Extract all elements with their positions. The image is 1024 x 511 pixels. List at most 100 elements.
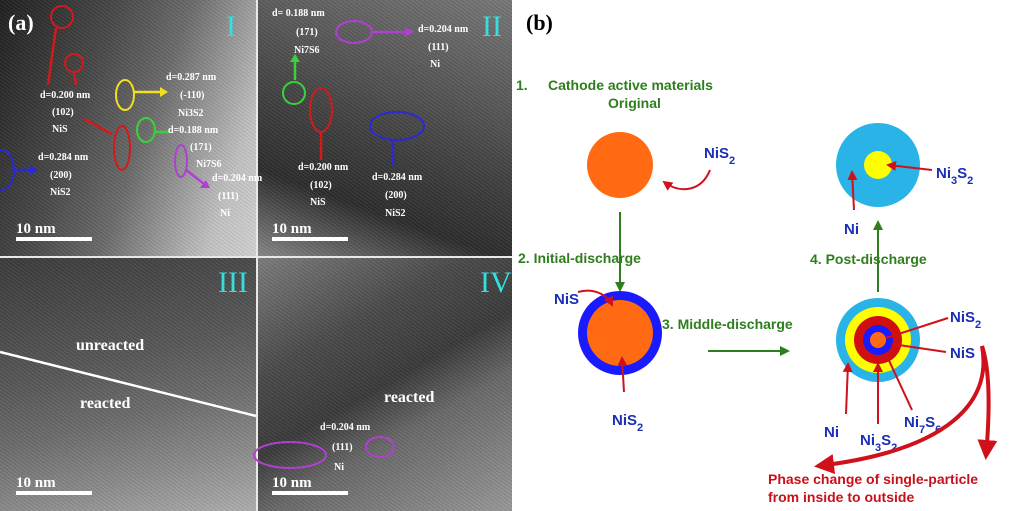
region-label-unreacted: unreacted [76,337,144,354]
tem-micrograph-panel: (a) I d=0.200 nm (102) NiS d=0.287 nm (-… [0,0,512,511]
reaction-boundary-line [0,350,257,418]
region-label-reacted: reacted [80,395,130,412]
annotation-d-spacing: d=0.204 nm [320,422,371,433]
arrow-head [30,165,38,175]
particle-middle-core [870,332,886,348]
phase-change-line-2: from inside to outside [768,489,914,505]
label-nis-middle: NiS [950,345,975,362]
quadrant-divider-horizontal [0,256,512,258]
annotation-d-spacing: d=0.204 nm [212,173,263,184]
arrow-head [160,87,168,97]
scale-bar [16,237,92,241]
annotation-d-spacing: d=0.287 nm [166,72,217,83]
label-arrow [885,317,949,339]
annotation-hkl: (171) [296,27,318,38]
discharge-schematic: (b) 1. Cathode active materials Original… [516,10,998,505]
annotation-phase: Ni [430,59,440,70]
annotation-d-spacing: d=0.204 nm [418,24,469,35]
fringe-marker-nis [64,53,84,73]
quadrant-4-numeral: IV [480,266,512,299]
tem-quadrant-2 [258,0,512,256]
scale-bar [16,491,92,495]
annotation-hkl: (102) [310,180,332,191]
label-arrow [617,356,628,393]
annotation-phase: Ni [334,462,344,473]
annotation-phase: NiS [52,124,68,135]
fringe-marker-nis2 [0,149,15,191]
label-ni3s2-middle: Ni3S2 [860,432,897,454]
fringe-marker-nis [50,5,74,29]
annotation-d-spacing: d=0.284 nm [38,152,89,163]
annotation-phase: NiS2 [50,187,71,198]
fringe-marker-ni [365,436,395,458]
label-nis2-original: NiS2 [704,145,735,167]
particle-initial-core [587,300,653,366]
annotation-d-spacing: d=0.200 nm [40,90,91,101]
annotation-d-spacing: d=0.200 nm [298,162,349,173]
scale-bar-label: 10 nm [16,221,56,237]
fringe-marker-ni [335,20,373,44]
annotation-hkl: (111) [428,42,449,53]
annotation-hkl: (102) [52,107,74,118]
annotation-hkl: (111) [218,191,239,202]
panel-a-label: (a) [8,10,34,35]
panel-b-label: (b) [526,10,553,35]
quadrant-3-numeral: III [218,266,248,299]
annotation-phase: Ni7S6 [196,159,222,170]
label-nis2-middle: NiS2 [950,309,981,331]
quadrant-divider-vertical [256,0,258,511]
label-ni-middle: Ni [824,424,839,441]
annotation-d-spacing: d= 0.188 nm [272,8,325,19]
fringe-marker-ni [253,441,327,469]
phase-change-arrow-down [977,345,998,460]
step-1-number: 1. [516,77,528,93]
tem-annotation-layer: (a) I d=0.200 nm (102) NiS d=0.287 nm (-… [0,5,512,495]
annotation-phase: Ni [220,208,230,219]
scale-bar [272,491,348,495]
annotation-d-spacing: d=0.188 nm [168,125,219,136]
marker-line [83,117,113,136]
label-arrow [842,362,853,415]
annotation-d-spacing: d=0.284 nm [372,172,423,183]
annotation-hkl: (200) [385,190,407,201]
region-label-reacted: reacted [384,389,434,406]
annotation-hkl: (-110) [180,90,204,101]
fringe-marker-ni [174,144,188,178]
annotation-phase: NiS [310,197,326,208]
label-arrow [885,353,913,411]
step-4-title: 4. Post-discharge [810,251,927,267]
phase-change-arrow-left [814,345,986,475]
label-arrow [847,170,858,211]
scale-bar-label: 10 nm [16,475,56,491]
marker-arrow [185,169,205,185]
step-3-title: 3. Middle-discharge [662,316,793,332]
label-nis2-initial: NiS2 [612,412,643,434]
annotation-phase: NiS2 [385,208,406,219]
tem-quadrant-1 [0,0,256,256]
fringe-marker-ni7s6 [282,81,306,105]
marker-line [46,27,58,86]
step-2-title: 2. Initial-discharge [518,250,641,266]
scale-bar-label: 10 nm [272,475,312,491]
label-ni-post: Ni [844,221,859,238]
label-arrow [886,160,933,171]
tem-quadrant-4 [258,258,512,511]
annotation-hkl: (111) [332,442,353,453]
step-1-subtitle: Original [608,95,661,111]
scale-bar [272,237,348,241]
quadrant-2-numeral: II [482,10,502,43]
label-arrow [891,343,947,353]
annotation-phase: Ni7S6 [294,45,320,56]
phase-change-line-1: Phase change of single-particle [768,471,978,487]
label-ni3s2-post: Ni3S2 [936,165,973,187]
annotation-hkl: (200) [50,170,72,181]
quadrant-1-numeral: I [226,10,236,43]
scale-bar-label: 10 nm [272,221,312,237]
arrow-head [200,180,210,188]
step-1-title: Cathode active materials [548,77,713,93]
label-arrow [662,169,711,191]
annotation-phase: Ni3S2 [178,108,204,119]
marker-line [72,71,78,86]
fringe-marker-nis [309,87,333,133]
fringe-marker-ni7s6 [136,117,156,143]
